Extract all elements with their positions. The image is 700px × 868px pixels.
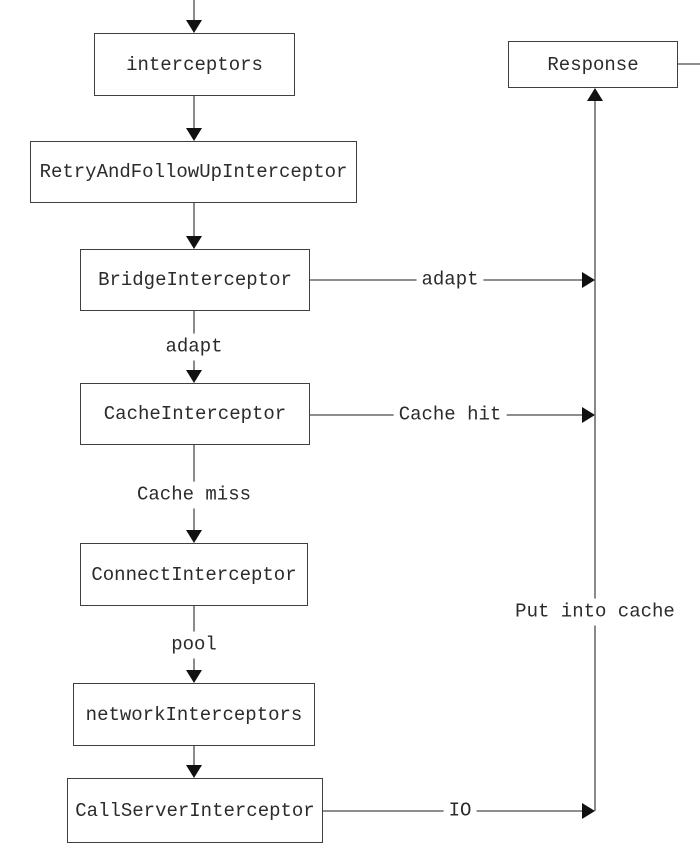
arrowhead-down-bridge [186,236,202,249]
node-network-interceptors: networkInterceptors [73,683,315,746]
arrowhead-down-cache [186,370,202,383]
edge-label-io: IO [443,797,477,825]
arrowhead-right-io [582,803,595,819]
node-cache-interceptor: CacheInterceptor [80,383,310,445]
edge-label-pool: pool [166,631,222,659]
node-interceptors: interceptors [94,33,295,96]
arrowhead-down-connect [186,530,202,543]
arrowhead-right-cache-hit [582,407,595,423]
arrowhead-right-adapt [582,272,595,288]
arrowhead-down-interceptors [186,20,202,33]
arrowhead-down-network [186,670,202,683]
edge-label-adapt-right: adapt [416,266,484,294]
arrowhead-up-response [587,88,603,101]
edge-label-adapt-down: adapt [160,333,228,361]
node-retry-and-follow-up-interceptor: RetryAndFollowUpInterceptor [30,141,357,203]
node-call-server-interceptor: CallServerInterceptor [67,778,323,843]
edge-label-cache-hit: Cache hit [393,401,507,429]
edge-label-put-into-cache: Put into cache [510,598,680,626]
node-connect-interceptor: ConnectInterceptor [80,543,308,606]
arrowhead-down-callserver [186,765,202,778]
arrowhead-down-retry [186,128,202,141]
node-bridge-interceptor: BridgeInterceptor [80,249,310,311]
node-response: Response [508,41,678,88]
edge-label-cache-miss: Cache miss [131,481,257,509]
